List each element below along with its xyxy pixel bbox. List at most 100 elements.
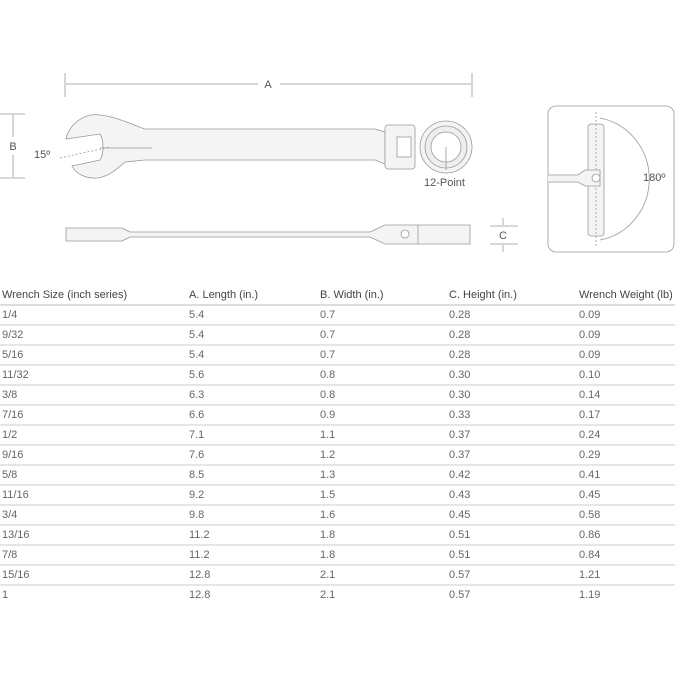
cell-width: 2.1 (318, 565, 447, 586)
cell-length: 7.1 (187, 425, 318, 446)
flex-angle-label: 180º (643, 172, 665, 184)
cell-width: 0.8 (318, 365, 447, 386)
cell-height: 0.42 (447, 465, 577, 486)
cell-weight: 0.10 (577, 365, 675, 386)
dimension-b-label: B (9, 141, 16, 153)
cell-height: 0.57 (447, 565, 577, 586)
cell-height: 0.28 (447, 305, 577, 326)
cell-weight: 0.17 (577, 405, 675, 426)
cell-weight: 0.09 (577, 345, 675, 366)
cell-weight: 0.84 (577, 545, 675, 566)
cell-size: 7/16 (0, 405, 187, 426)
cell-length: 6.3 (187, 385, 318, 406)
cell-weight: 0.09 (577, 305, 675, 326)
flex-head-detail (547, 105, 675, 253)
cell-size: 11/16 (0, 485, 187, 506)
cell-weight: 0.14 (577, 385, 675, 406)
cell-width: 1.1 (318, 425, 447, 446)
cell-height: 0.51 (447, 525, 577, 546)
cell-height: 0.51 (447, 545, 577, 566)
cell-weight: 0.24 (577, 425, 675, 446)
cell-length: 5.4 (187, 345, 318, 366)
cell-length: 9.8 (187, 505, 318, 526)
dimension-c-label: C (499, 230, 507, 242)
dimension-a-label: A (264, 79, 272, 91)
cell-width: 1.8 (318, 545, 447, 566)
cell-length: 5.4 (187, 325, 318, 346)
cell-weight: 0.41 (577, 465, 675, 486)
cell-size: 1/2 (0, 425, 187, 446)
cell-length: 6.6 (187, 405, 318, 426)
cell-weight: 0.58 (577, 505, 675, 526)
cell-height: 0.45 (447, 505, 577, 526)
cell-size: 7/8 (0, 545, 187, 566)
cell-height: 0.37 (447, 425, 577, 446)
cell-size: 15/16 (0, 565, 187, 586)
cell-length: 12.8 (189, 589, 211, 601)
header-height: C. Height (in.) (447, 285, 577, 306)
cell-size: 3/4 (0, 505, 187, 526)
cell-width: 1.6 (318, 505, 447, 526)
cell-length: 11.2 (187, 525, 318, 546)
cell-height: 0.57 (449, 589, 471, 601)
cell-size: 5/8 (0, 465, 187, 486)
cell-length: 5.4 (187, 305, 318, 326)
cell-size: 11/32 (0, 365, 187, 386)
cell-weight: 0.86 (577, 525, 675, 546)
cell-length: 12.8 (187, 565, 318, 586)
cell-height: 0.30 (447, 365, 577, 386)
cell-height: 0.43 (447, 485, 577, 506)
specifications-table: Wrench Size (inch series) A. Length (in.… (0, 285, 675, 604)
cell-width: 0.7 (318, 325, 447, 346)
cell-height: 0.28 (447, 325, 577, 346)
cell-width: 1.3 (318, 465, 447, 486)
cell-width: 2.1 (320, 589, 336, 601)
cell-width: 1.2 (318, 445, 447, 466)
cell-width: 0.9 (318, 405, 447, 426)
cell-size: 9/32 (0, 325, 187, 346)
cell-width: 1.5 (318, 485, 447, 506)
cell-length: 7.6 (187, 445, 318, 466)
cell-weight: 0.45 (577, 485, 675, 506)
cell-weight: 1.21 (577, 565, 675, 586)
cell-size: 9/16 (0, 445, 187, 466)
cell-height: 0.28 (447, 345, 577, 366)
cell-height: 0.33 (447, 405, 577, 426)
offset-angle-label: 15º (34, 149, 50, 161)
cell-length: 11.2 (187, 545, 318, 566)
cell-size: 3/8 (0, 385, 187, 406)
header-length: A. Length (in.) (187, 285, 318, 306)
cell-size: 1/4 (0, 305, 187, 326)
cell-weight: 0.29 (577, 445, 675, 466)
cell-width: 0.7 (318, 305, 447, 326)
wrench-top-view (59, 114, 473, 179)
cell-height: 0.30 (447, 385, 577, 406)
cell-height: 0.37 (447, 445, 577, 466)
cell-length: 5.6 (187, 365, 318, 386)
table-row: 1 12.8 2.1 0.57 1.19 (0, 585, 675, 604)
cell-weight: 1.19 (579, 589, 601, 601)
table-header-row: Wrench Size (inch series) A. Length (in.… (0, 285, 675, 306)
cell-length: 9.2 (187, 485, 318, 506)
cell-width: 0.8 (318, 385, 447, 406)
cell-weight: 0.09 (577, 325, 675, 346)
cell-width: 1.8 (318, 525, 447, 546)
cell-size: 1 (2, 589, 9, 601)
header-weight: Wrench Weight (lb) (577, 285, 675, 306)
cell-size: 5/16 (0, 345, 187, 366)
wrench-dimension-diagram: A B C 15º 12-Point 180º (0, 73, 675, 253)
point-count-label: 12-Point (424, 177, 465, 189)
